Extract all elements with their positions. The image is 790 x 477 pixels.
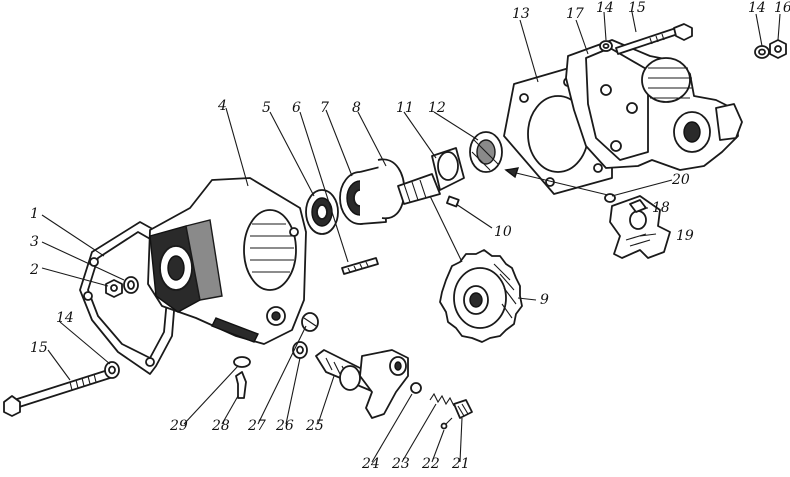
callout-6: 6 xyxy=(292,100,301,116)
callout-14-top: 14 xyxy=(596,0,614,16)
lever-spring xyxy=(429,392,455,407)
callout-13: 13 xyxy=(512,6,530,22)
callout-25: 25 xyxy=(305,418,324,434)
callout-29: 29 xyxy=(169,418,188,434)
callout-7: 7 xyxy=(320,100,329,116)
callout-23: 23 xyxy=(391,456,410,472)
callout-15-top: 15 xyxy=(628,0,646,16)
callout-21: 21 xyxy=(451,456,470,472)
long-bolt xyxy=(3,369,111,417)
lever-ball xyxy=(410,382,422,394)
pump-housing xyxy=(147,177,307,345)
right-nut xyxy=(769,39,787,59)
top-bolt xyxy=(615,23,693,55)
callout-2: 2 xyxy=(29,262,39,278)
callout-labels: 1 3 2 4 5 6 7 8 11 12 9 10 13 17 14 15 1… xyxy=(29,0,790,472)
shaft-seal xyxy=(292,341,308,359)
callout-12: 12 xyxy=(428,100,446,116)
shift-fork xyxy=(609,195,671,259)
callout-18: 18 xyxy=(652,200,670,216)
callout-22: 22 xyxy=(421,456,440,472)
assembly-arrow xyxy=(504,167,613,197)
right-washer xyxy=(754,45,770,59)
control-shaft xyxy=(315,349,377,393)
lever-pin xyxy=(440,417,453,430)
callout-24: 24 xyxy=(361,456,380,472)
leader-lines xyxy=(41,11,781,463)
callout-27: 27 xyxy=(247,418,266,434)
top-washer xyxy=(599,40,613,52)
cover-washer xyxy=(123,276,139,294)
shaft-pin xyxy=(341,257,379,275)
control-lever xyxy=(359,349,409,419)
callout-4: 4 xyxy=(217,98,227,114)
callout-14-right: 14 xyxy=(748,0,766,16)
callout-5: 5 xyxy=(262,100,271,116)
shaft-coupling xyxy=(469,131,503,173)
drive-shaft xyxy=(397,147,465,205)
bearing-5 xyxy=(305,189,339,235)
callout-11: 11 xyxy=(396,100,414,116)
callout-16: 16 xyxy=(774,0,790,16)
callout-17: 17 xyxy=(566,6,584,22)
callout-26: 26 xyxy=(275,418,294,434)
callout-10: 10 xyxy=(494,224,512,240)
cotter-pin xyxy=(235,371,247,399)
callout-20: 20 xyxy=(671,172,690,188)
spur-gear xyxy=(439,249,523,343)
lever-plug xyxy=(453,399,473,419)
callout-14-left: 14 xyxy=(56,310,74,326)
shaft-key xyxy=(446,195,460,208)
callout-19: 19 xyxy=(676,228,694,244)
bolt-washer xyxy=(104,361,120,379)
callout-1: 1 xyxy=(30,206,39,222)
power-take-off-case xyxy=(565,39,743,171)
callout-9: 9 xyxy=(540,292,549,308)
callout-28: 28 xyxy=(211,418,230,434)
callout-3: 3 xyxy=(30,234,39,250)
callout-15-left: 15 xyxy=(30,340,48,356)
callout-8: 8 xyxy=(352,100,361,116)
lock-ring xyxy=(233,356,251,368)
cover-nut xyxy=(105,279,123,298)
